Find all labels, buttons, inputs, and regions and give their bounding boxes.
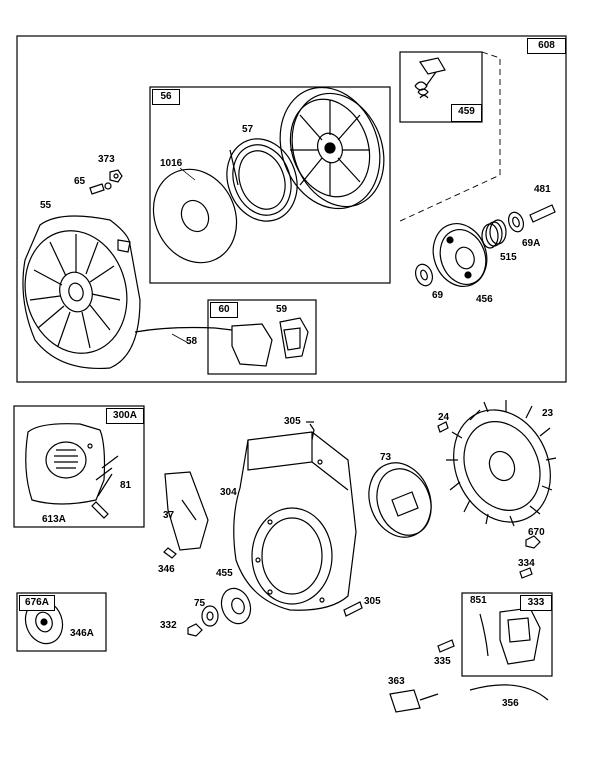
shield-37-shape	[164, 471, 209, 551]
rotating-screen-73-shape	[368, 462, 432, 538]
label-305-bottom: 305	[364, 596, 381, 607]
label-335: 335	[434, 656, 451, 667]
cup-456-shape	[432, 223, 488, 287]
label-69: 69	[432, 290, 444, 301]
frame-56	[149, 86, 391, 284]
group-tag-676A: 676A	[19, 595, 55, 611]
washer-69A-shape	[507, 211, 525, 233]
nut-332-shape	[187, 623, 203, 637]
spring-washer-1016-shape	[152, 168, 238, 264]
label-346A: 346A	[70, 628, 94, 639]
label-373: 373	[98, 154, 115, 165]
cup-455-shape	[220, 587, 252, 625]
switch-363-shape	[389, 689, 439, 713]
screw-305b-shape	[343, 601, 363, 617]
frame-60	[207, 299, 317, 375]
label-346: 346	[158, 564, 175, 575]
label-1016: 1016	[160, 158, 183, 169]
label-24: 24	[438, 412, 450, 423]
pin-481-shape	[529, 204, 556, 223]
frame-459	[399, 51, 483, 123]
label-613A: 613A	[42, 514, 66, 525]
handle-60-shape	[231, 317, 309, 367]
group-tag-608: 608	[527, 38, 566, 54]
group-tag-56: 56	[152, 89, 180, 105]
key-24-shape	[437, 421, 449, 433]
label-65: 65	[74, 176, 86, 187]
pawl-459-shape	[414, 57, 446, 99]
label-81: 81	[120, 480, 132, 491]
pulley-56-shape	[279, 86, 385, 210]
washer-75-shape	[201, 605, 219, 627]
group-tag-300A: 300A	[106, 408, 144, 424]
frame-333	[461, 592, 553, 677]
spring-515-shape	[481, 219, 507, 249]
label-75: 75	[194, 598, 206, 609]
nut-373-shape	[109, 169, 123, 183]
label-356: 356	[502, 698, 519, 709]
blower-housing-304-shape	[233, 431, 357, 611]
label-57: 57	[242, 124, 254, 135]
nut-670-shape	[525, 535, 541, 549]
label-69A: 69A	[522, 238, 541, 249]
group-tag-60: 60	[210, 302, 238, 318]
label-55: 55	[40, 200, 52, 211]
label-670: 670	[528, 527, 545, 538]
screw-335-shape	[437, 639, 455, 653]
washer-69-shape	[414, 263, 434, 287]
label-37: 37	[163, 510, 175, 521]
rewind-spring-57-shape	[226, 138, 298, 222]
flywheel-23-shape	[446, 400, 557, 527]
screw-65-shape	[89, 182, 112, 195]
label-455: 455	[216, 568, 233, 579]
label-332: 332	[160, 620, 177, 631]
label-305-top: 305	[284, 416, 301, 427]
rope-58-shape	[134, 326, 233, 333]
label-456: 456	[476, 294, 493, 305]
frame-300A	[13, 405, 145, 528]
armature-333-shape	[479, 607, 541, 665]
bolt-334-shape	[519, 567, 533, 579]
label-73: 73	[380, 452, 392, 463]
group-tag-459: 459	[451, 104, 482, 122]
group-tag-333: 333	[520, 595, 552, 611]
label-363: 363	[388, 676, 405, 687]
frame-608	[16, 35, 567, 383]
muffler-300A-shape	[25, 423, 106, 505]
label-304: 304	[220, 487, 237, 498]
blower-housing-55-shape	[22, 215, 141, 370]
label-515: 515	[500, 252, 517, 263]
screw-613A-shape	[91, 501, 109, 519]
screw-346-shape	[163, 547, 177, 559]
wire-356-shape	[469, 684, 549, 701]
label-481: 481	[534, 184, 551, 195]
label-58: 58	[186, 336, 198, 347]
label-851: 851	[470, 595, 487, 606]
label-59: 59	[276, 304, 288, 315]
label-23: 23	[542, 408, 554, 419]
screw-305-shape	[306, 421, 315, 441]
frame-676A	[16, 592, 107, 652]
label-334: 334	[518, 558, 535, 569]
screw-81-shape	[95, 455, 119, 497]
